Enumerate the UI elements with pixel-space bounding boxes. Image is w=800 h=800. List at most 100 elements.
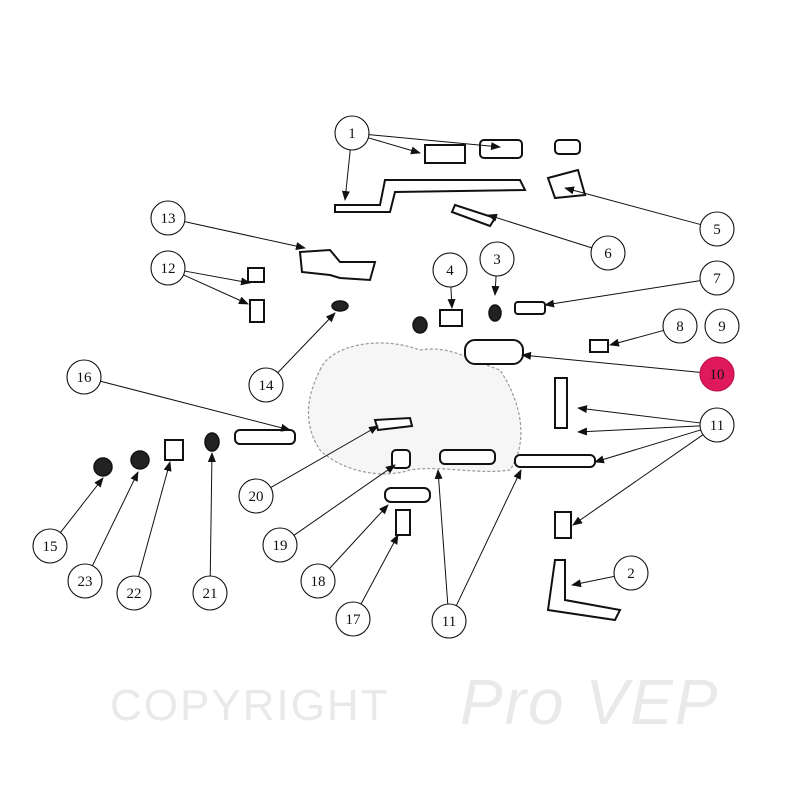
callout-number: 16 — [77, 370, 93, 386]
callout-circle — [704, 308, 740, 344]
bushing — [479, 139, 523, 159]
callout-circle — [300, 563, 336, 599]
callout-7[interactable]: 7 — [699, 260, 735, 296]
washer-23 — [130, 450, 150, 470]
callout-number: 23 — [78, 574, 93, 590]
washer-3 — [488, 304, 502, 322]
callout-1[interactable]: 1 — [334, 115, 370, 151]
washer — [331, 300, 349, 312]
callout-number: 22 — [127, 586, 142, 602]
leader-arrow — [341, 149, 351, 201]
cam — [546, 168, 587, 200]
callout-4[interactable]: 4 — [432, 252, 468, 288]
callout-circle — [116, 575, 152, 611]
leader-arrow — [564, 186, 701, 226]
callout-2[interactable]: 2 — [613, 555, 649, 591]
callout-number: 11 — [442, 614, 456, 630]
callout-23[interactable]: 23 — [67, 563, 103, 599]
callout-number: 14 — [259, 378, 275, 394]
callout-circle — [431, 603, 467, 639]
callout-number: 4 — [446, 263, 454, 279]
screw-17 — [395, 509, 411, 536]
nut — [412, 316, 428, 334]
callout-circle — [192, 575, 228, 611]
callout-20[interactable]: 20 — [238, 478, 274, 514]
callout-15[interactable]: 15 — [32, 528, 68, 564]
callout-number: 1 — [348, 126, 356, 142]
bolt-head — [247, 267, 265, 283]
callout-circle — [699, 211, 735, 247]
leader-arrow — [138, 461, 172, 577]
leader-arrow — [184, 221, 306, 250]
callout-9[interactable]: 9 — [704, 308, 740, 344]
callout-18[interactable]: 18 — [300, 563, 336, 599]
callout-number: 21 — [203, 586, 218, 602]
dashpot — [464, 339, 524, 365]
pin-11 — [554, 377, 568, 429]
callout-16[interactable]: 16 — [66, 359, 102, 395]
callout-11[interactable]: 11 — [699, 407, 735, 443]
pin — [450, 203, 497, 228]
callout-circle — [334, 115, 370, 151]
callout-number: 9 — [718, 319, 726, 335]
washer-21 — [204, 432, 220, 452]
leader-arrow — [270, 425, 379, 488]
callout-5[interactable]: 5 — [699, 211, 735, 247]
leader-arrow — [577, 425, 701, 436]
callout-11[interactable]: 11 — [431, 603, 467, 639]
plate-18 — [384, 487, 431, 503]
leader-arrow — [329, 504, 389, 569]
leader-arrow — [368, 137, 421, 155]
callout-10[interactable]: 10 — [699, 356, 735, 392]
callout-number: 17 — [346, 612, 362, 628]
callout-circle — [590, 235, 626, 271]
callout-circle — [335, 601, 371, 637]
leader-arrow — [577, 405, 701, 424]
callout-number: 6 — [604, 246, 612, 262]
link-11 — [514, 454, 596, 468]
lever-2 — [546, 559, 622, 622]
callout-22[interactable]: 22 — [116, 575, 152, 611]
carburetor-housing — [307, 342, 522, 475]
callout-number: 7 — [713, 271, 721, 287]
callout-17[interactable]: 17 — [335, 601, 371, 637]
callout-number: 15 — [43, 539, 58, 555]
callout-12[interactable]: 12 — [150, 250, 186, 286]
callout-21[interactable]: 21 — [192, 575, 228, 611]
leader-arrow — [91, 471, 139, 566]
leader-arrow — [571, 575, 615, 588]
parts — [93, 139, 622, 622]
link-bottom-11 — [439, 449, 496, 465]
watermark-copyright: COPYRIGHT — [110, 681, 390, 730]
throttle-lever-bar — [334, 179, 527, 213]
plate — [424, 144, 466, 164]
callout-3[interactable]: 3 — [479, 241, 515, 277]
callout-number: 8 — [676, 319, 684, 335]
callout-circle — [150, 250, 186, 286]
leader-arrow — [360, 534, 399, 605]
callout-19[interactable]: 19 — [262, 527, 298, 563]
bracket — [298, 248, 377, 282]
callout-14[interactable]: 14 — [248, 367, 284, 403]
callout-13[interactable]: 13 — [150, 200, 186, 236]
callout-circle — [150, 200, 186, 236]
leader-arrow — [544, 280, 701, 308]
leader-arrow — [594, 429, 701, 464]
leader-arrow — [521, 351, 701, 373]
leader-arrow — [609, 329, 664, 347]
nut-screw — [439, 309, 463, 327]
callout-6[interactable]: 6 — [590, 235, 626, 271]
leader-arrow — [447, 286, 456, 309]
callout-circle — [479, 241, 515, 277]
callout-circle — [262, 527, 298, 563]
nut-22 — [164, 439, 184, 461]
callout-8[interactable]: 8 — [662, 308, 698, 344]
leader-arrow — [60, 477, 104, 533]
leader-arrow — [572, 434, 704, 526]
leader-arrow — [293, 464, 396, 536]
callout-circle — [432, 252, 468, 288]
callout-circle — [248, 367, 284, 403]
screw-7 — [514, 301, 546, 315]
leader-arrow — [184, 270, 251, 286]
